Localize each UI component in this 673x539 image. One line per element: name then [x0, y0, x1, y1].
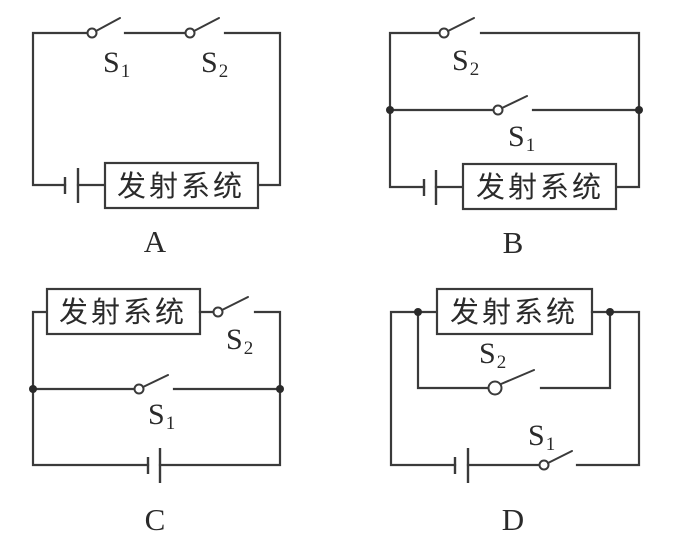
switch-s1 [86, 17, 121, 39]
wire [31, 31, 90, 187]
launch-system-label: 发射系统 [450, 295, 578, 329]
s2-label: S2 [201, 46, 228, 82]
option-label-a: A [144, 224, 167, 259]
s1-label: S1 [103, 46, 130, 82]
switch-s2 [487, 369, 535, 396]
junction-dot [386, 106, 394, 114]
circuit-d: 发射系统 S2 S1 D [389, 287, 641, 537]
s2-label: S2 [226, 323, 253, 359]
option-label-d: D [502, 502, 524, 537]
s1-label: S1 [148, 398, 175, 434]
option-label-c: C [145, 502, 166, 537]
s2-label: S2 [452, 44, 479, 80]
switch-s2 [184, 17, 220, 39]
circuit-b: 发射系统 S2 S1 B [386, 17, 643, 260]
launch-system-label: 发射系统 [476, 170, 604, 204]
battery [146, 448, 162, 483]
battery [453, 448, 470, 483]
junction-dot [276, 385, 284, 393]
switch-s1 [133, 374, 169, 395]
launch-system-label: 发射系统 [117, 169, 245, 203]
launch-system-box [103, 161, 260, 210]
circuit-c: 发射系统 S2 S1 C [29, 287, 284, 537]
junction-dot [414, 308, 422, 316]
launch-system-box [45, 287, 202, 336]
junction-dot [635, 106, 643, 114]
launch-system-box [461, 162, 618, 211]
wire [416, 310, 491, 390]
circuit-a: 发射系统 S1 S2 A [31, 17, 282, 259]
wire [539, 310, 612, 390]
junction-dot [606, 308, 614, 316]
s1-label: S1 [528, 419, 555, 455]
switch-s2 [212, 296, 249, 318]
s1-label: S1 [508, 120, 535, 156]
switch-s2 [438, 17, 475, 39]
option-label-b: B [503, 225, 524, 260]
battery [422, 170, 438, 205]
junction-dot [29, 385, 37, 393]
s2-label: S2 [479, 337, 506, 373]
launch-system-label: 发射系统 [59, 295, 187, 329]
battery [63, 168, 80, 203]
wire [223, 31, 282, 187]
wire [575, 310, 641, 467]
switch-s1 [492, 95, 528, 116]
switch-s1 [538, 450, 573, 471]
